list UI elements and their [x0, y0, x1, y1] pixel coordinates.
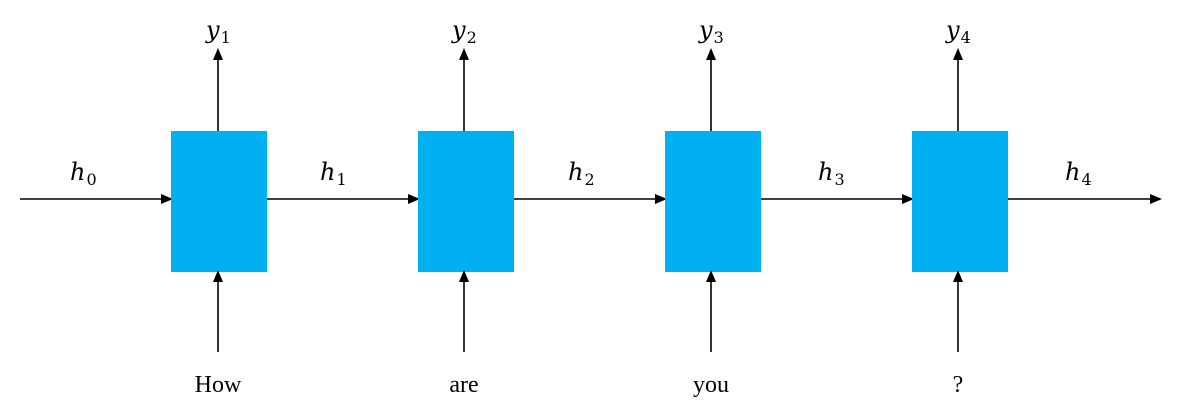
rnn-cell-4: ? y4 h4: [912, 16, 1162, 398]
output-label: y2: [451, 16, 477, 47]
hidden-label: h4: [1065, 158, 1092, 189]
hidden-label: h3: [818, 158, 845, 189]
hidden-symbol: h: [568, 158, 583, 186]
cell-box: [418, 131, 514, 272]
cell-box: [665, 131, 761, 272]
input-token: ?: [953, 372, 964, 398]
initial-state-index: 0: [86, 170, 96, 189]
hidden-symbol: h: [320, 158, 335, 186]
hidden-symbol: h: [1065, 158, 1080, 186]
rnn-cell-1: How y1 h1: [171, 16, 420, 398]
cell-box: [171, 131, 267, 272]
rnn-cell-3: you y3 h3: [665, 16, 914, 398]
rnn-cell-2: are y2 h2: [418, 16, 667, 398]
hidden-index: 2: [584, 170, 594, 189]
hidden-label: h1: [320, 158, 347, 189]
output-symbol: y: [451, 16, 466, 44]
output-symbol: y: [945, 16, 960, 44]
output-symbol: y: [698, 16, 713, 44]
hidden-index: 1: [336, 170, 346, 189]
hidden-symbol: h: [818, 158, 833, 186]
output-label: y3: [698, 16, 724, 47]
output-index: 4: [961, 28, 971, 47]
cell-box: [912, 131, 1008, 272]
hidden-label: h2: [568, 158, 595, 189]
output-index: 1: [221, 28, 231, 47]
output-label: y1: [205, 16, 231, 47]
initial-state-symbol: h: [70, 158, 85, 186]
initial-state-label: h0: [70, 158, 97, 189]
output-symbol: y: [205, 16, 220, 44]
input-token: you: [693, 372, 729, 398]
output-label: y4: [945, 16, 971, 47]
output-index: 3: [714, 28, 724, 47]
input-token: are: [449, 372, 478, 398]
hidden-index: 3: [834, 170, 844, 189]
input-token: How: [195, 372, 242, 398]
hidden-index: 4: [1081, 170, 1091, 189]
output-index: 2: [467, 28, 477, 47]
